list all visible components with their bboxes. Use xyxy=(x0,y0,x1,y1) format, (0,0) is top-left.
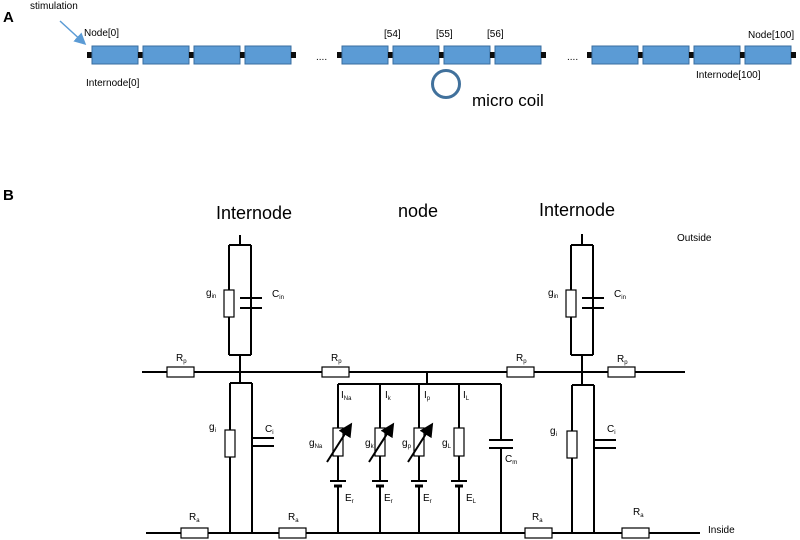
resistor-rp-left xyxy=(166,366,195,378)
label-ra-2: Ra xyxy=(288,512,299,524)
label-rp-center: Rp xyxy=(331,353,342,365)
label-ik: Ik xyxy=(385,390,392,402)
fiber-node xyxy=(337,52,342,58)
label-ci-right: Ci xyxy=(607,424,616,436)
resistor-ra-1 xyxy=(180,527,209,539)
index-label-56: [56] xyxy=(487,29,504,40)
fiber-node xyxy=(541,52,546,58)
label-gin-left: gin xyxy=(206,288,216,300)
panel-b-letter: B xyxy=(3,187,14,204)
fiber-node xyxy=(638,52,643,58)
label-gna: gNa xyxy=(309,438,323,450)
branch-l-conductance xyxy=(453,427,465,457)
label-ci-left: Ci xyxy=(265,424,274,436)
label-er-3: Er xyxy=(423,493,432,505)
label-ina: INa xyxy=(341,390,352,402)
fiber-node xyxy=(240,52,245,58)
label-er-1: Er xyxy=(345,493,354,505)
index-label-55: [55] xyxy=(436,29,453,40)
outside-label: Outside xyxy=(677,233,712,244)
fiber-node xyxy=(740,52,745,58)
right-internode-upper xyxy=(565,234,604,372)
resistor-ra-3 xyxy=(524,527,553,539)
fiber-segments xyxy=(87,45,796,65)
label-er-2: Er xyxy=(384,493,393,505)
label-gp: gp xyxy=(402,438,412,450)
fiber-node xyxy=(291,52,296,58)
left-internode-lower xyxy=(224,372,274,533)
fiber-node xyxy=(87,52,92,58)
resistor-ra-2 xyxy=(278,527,307,539)
node-title: node xyxy=(398,201,438,221)
label-cin-right: Cin xyxy=(614,289,626,301)
stimulation-arrow xyxy=(59,20,87,46)
label-ra-3: Ra xyxy=(532,512,543,524)
label-gk: gk xyxy=(365,438,375,450)
fiber-node xyxy=(439,52,444,58)
left-internode-upper xyxy=(223,235,262,372)
fiber-node xyxy=(138,52,143,58)
ellipsis-left: .... xyxy=(316,52,327,63)
internode-left-title: Internode xyxy=(216,203,292,223)
fiber-internode-segment xyxy=(392,45,440,65)
micro-coil-icon xyxy=(431,69,461,99)
fiber-internode-segment xyxy=(443,45,491,65)
label-rp-left: Rp xyxy=(176,353,187,365)
branch-p-variable-arrow xyxy=(407,422,434,463)
resistor-rp-center xyxy=(321,366,350,378)
fiber-node xyxy=(587,52,592,58)
fiber-internode-segment xyxy=(341,45,389,65)
node-last-label: Node[100] xyxy=(748,30,794,41)
fiber-internode-segment xyxy=(693,45,741,65)
branch-k-variable-arrow xyxy=(368,422,395,463)
index-label-54: [54] xyxy=(384,29,401,40)
branch-na-variable-arrow xyxy=(326,422,353,463)
internode-right-title: Internode xyxy=(539,200,615,220)
label-ra-1: Ra xyxy=(189,512,200,524)
fiber-internode-segment xyxy=(494,45,542,65)
fiber-internode-segment xyxy=(142,45,190,65)
fiber-internode-segment xyxy=(744,45,792,65)
fiber-node xyxy=(189,52,194,58)
resistor-rp-far-right xyxy=(607,366,636,378)
label-cm: Cm xyxy=(505,454,517,466)
label-il: IL xyxy=(463,390,470,402)
node-block xyxy=(326,372,513,533)
label-rp-far-right: Rp xyxy=(617,354,628,366)
resistor-rp-right xyxy=(506,366,535,378)
label-gl: gL xyxy=(442,438,452,450)
fiber-node xyxy=(791,52,796,58)
label-gin-right: gin xyxy=(548,288,558,300)
label-gi-right: gi xyxy=(550,426,557,438)
ellipsis-right: .... xyxy=(567,52,578,63)
right-internode-lower xyxy=(566,372,616,533)
micro-coil-label: micro coil xyxy=(472,91,544,110)
fiber-node xyxy=(490,52,495,58)
label-cin-left: Cin xyxy=(272,289,284,301)
stimulation-label: stimulation xyxy=(30,1,78,12)
label-rp-right: Rp xyxy=(516,353,527,365)
inside-label: Inside xyxy=(708,525,735,536)
fiber-internode-segment xyxy=(591,45,639,65)
fiber-internode-segment xyxy=(193,45,241,65)
resistor-ra-4 xyxy=(621,527,650,539)
fiber-internode-segment xyxy=(642,45,690,65)
fiber-internode-segment xyxy=(91,45,139,65)
fiber-internode-segment xyxy=(244,45,292,65)
label-gi-left: gi xyxy=(209,422,216,434)
node-first-label: Node[0] xyxy=(84,28,119,39)
label-ip: Ip xyxy=(424,390,431,402)
label-el: EL xyxy=(466,493,477,505)
fiber-node xyxy=(689,52,694,58)
panel-a: A stimulation Node[0] Internode[0] .... … xyxy=(3,1,796,110)
internode-first-label: Internode[0] xyxy=(86,78,140,89)
fiber-node xyxy=(388,52,393,58)
internode-last-label: Internode[100] xyxy=(696,70,761,81)
panel-b: B Internode node Internode Outside Insid… xyxy=(3,187,735,539)
label-ra-4: Ra xyxy=(633,507,644,519)
panel-a-letter: A xyxy=(3,9,14,26)
